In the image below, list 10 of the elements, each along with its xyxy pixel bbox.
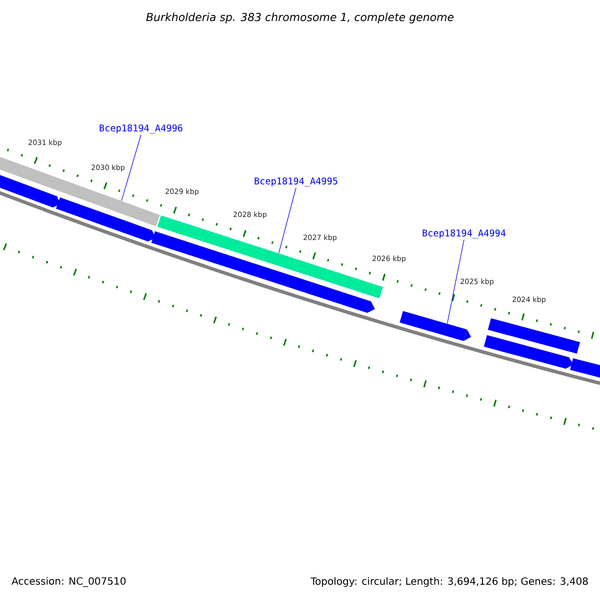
gene-label: Bcep18194_A4994: [422, 229, 506, 239]
gene-label: Bcep18194_A4996: [100, 124, 182, 134]
title: Burkholderia sp. 383 chromosome 1, complete genome: [146, 12, 454, 24]
leader-line: [278, 187, 296, 254]
leader-line: [121, 134, 142, 202]
footer-text: Topology: circular; Length: 3,694,126 bp; Genes: 3,408: [310, 577, 588, 587]
footer-text: Accession: NC_007510: [12, 577, 126, 587]
gene-label: Bcep18194_A4995: [254, 177, 338, 187]
gene-feature: [400, 310, 472, 341]
leader-line: [446, 239, 464, 324]
